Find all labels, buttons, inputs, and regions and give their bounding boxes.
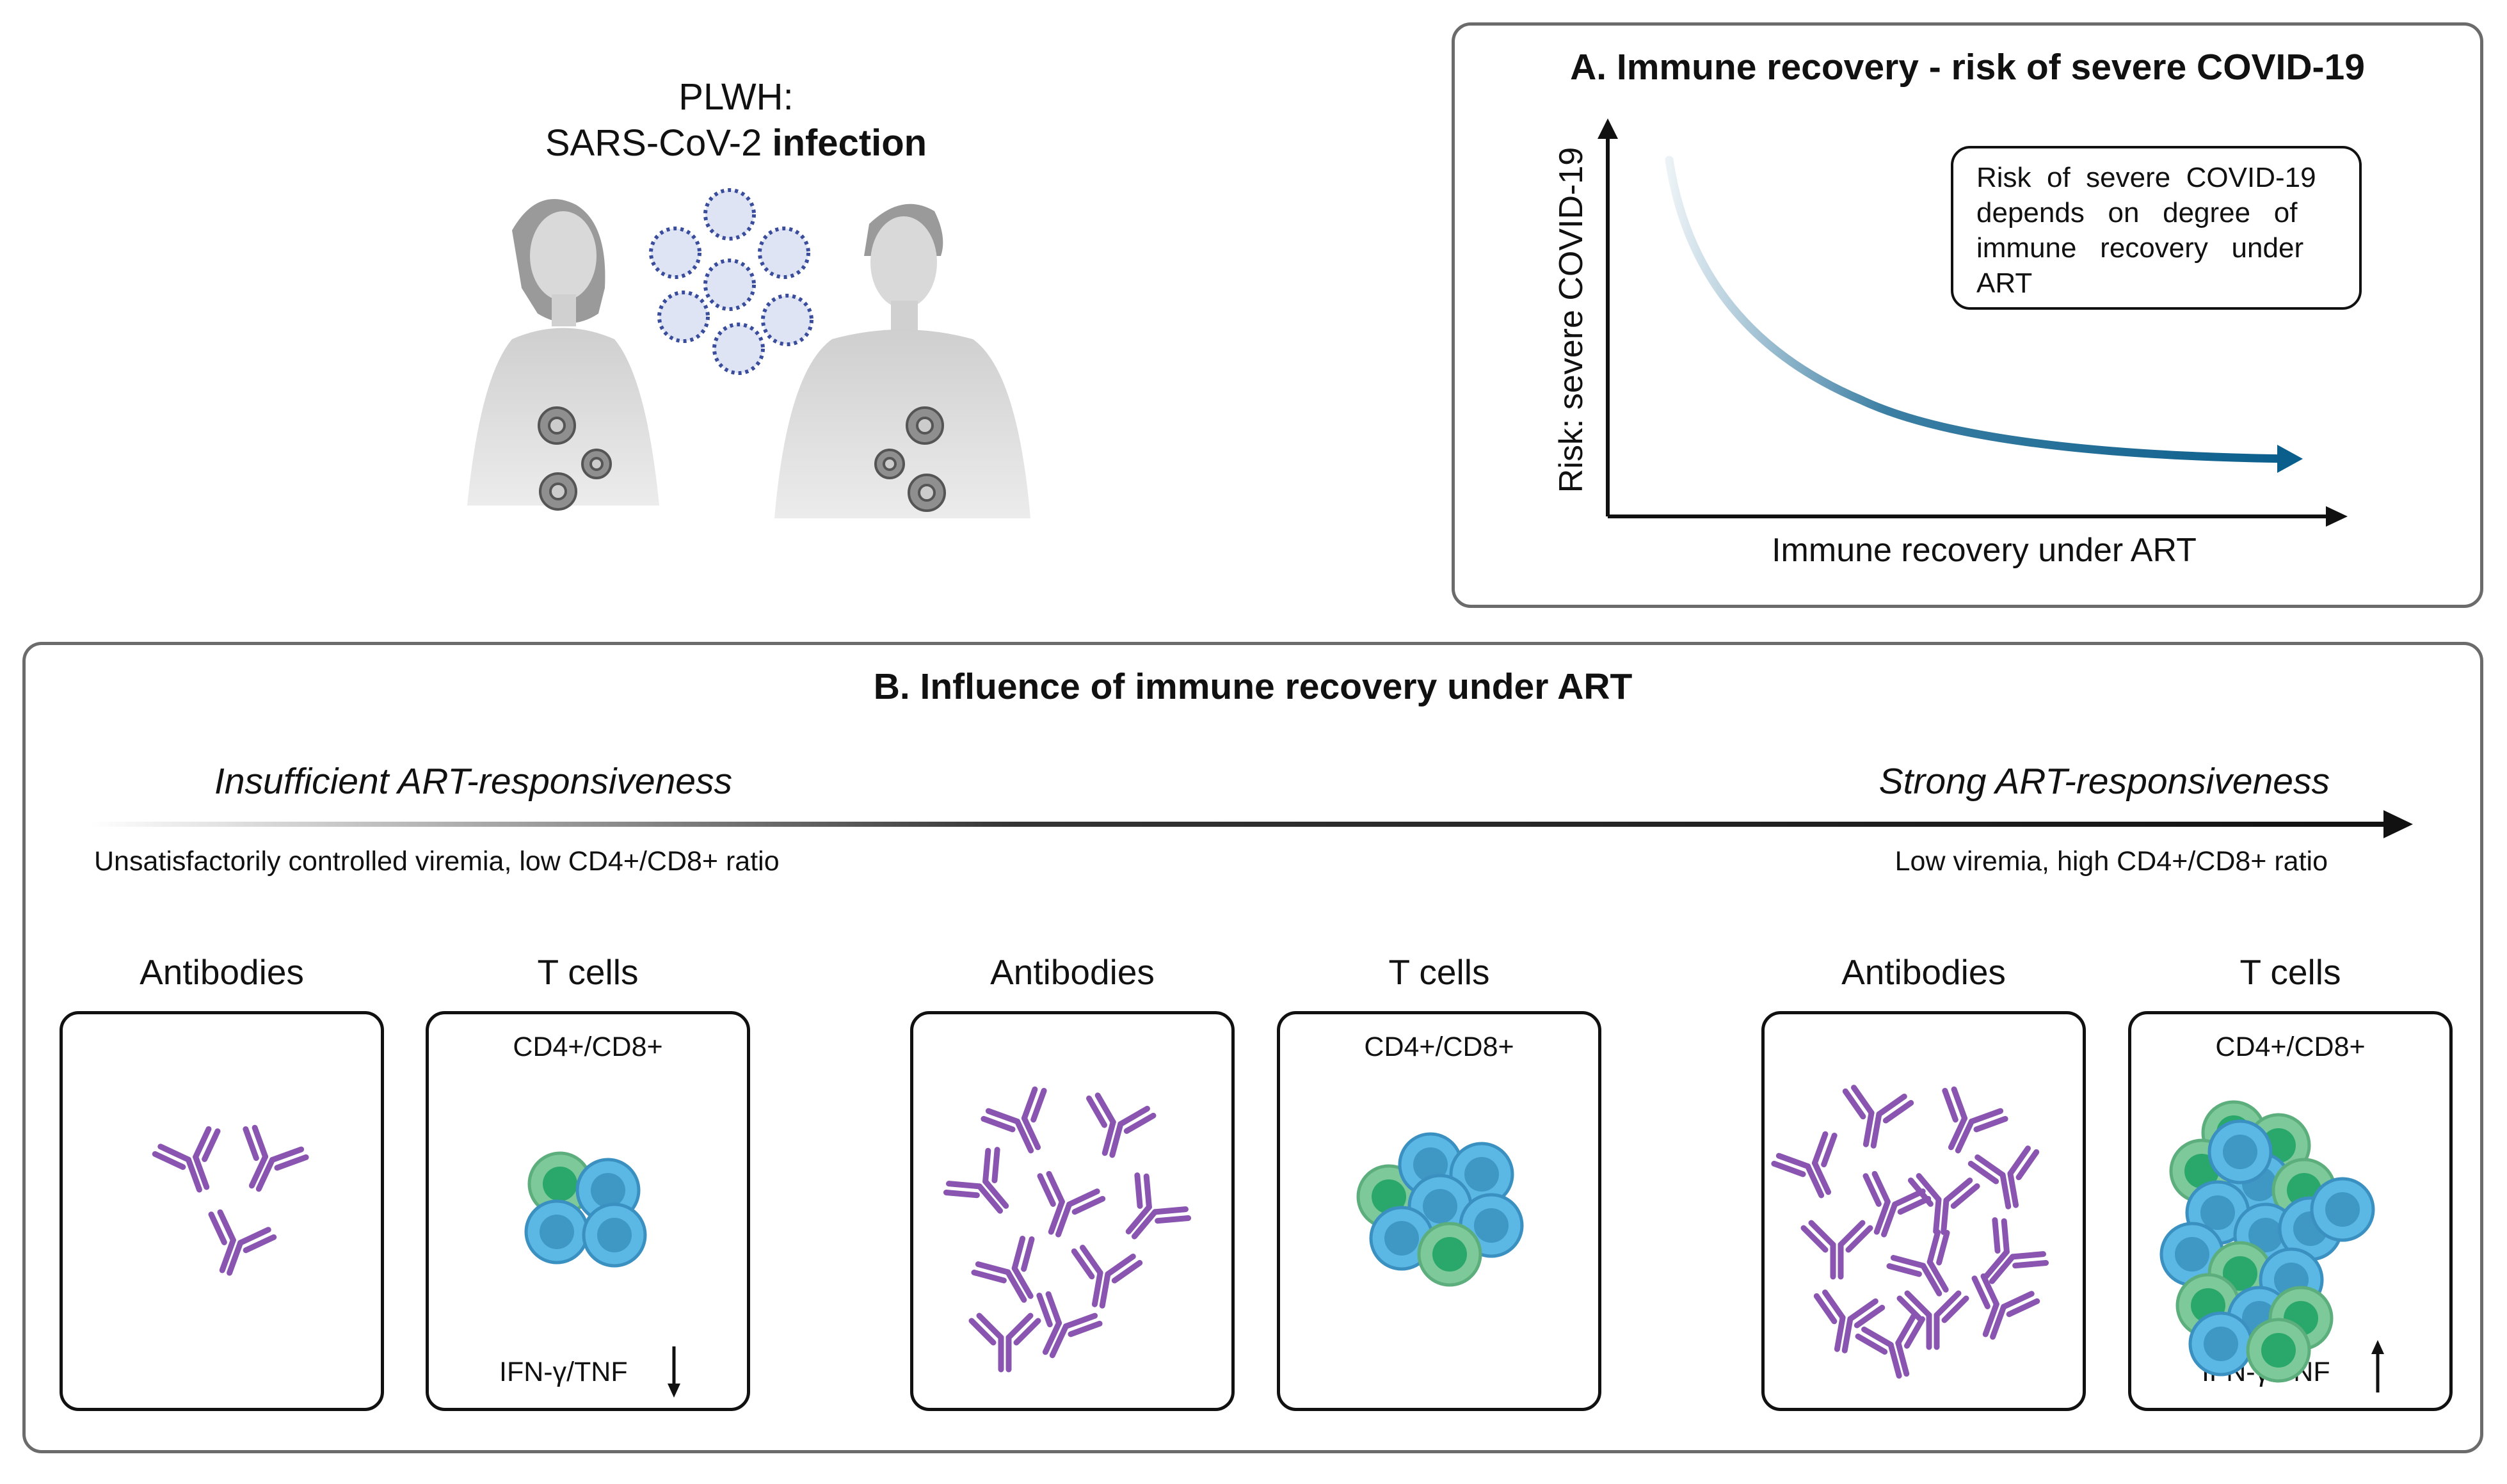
group1-antibodies-label: Antibodies (140, 952, 304, 992)
panel-b-title: B. Influence of immune recovery under AR… (873, 666, 1633, 707)
intro-title-regular: SARS-CoV-2 (545, 122, 773, 164)
panel-a (1452, 22, 2483, 608)
group2-antibodies-label: Antibodies (990, 952, 1155, 992)
man-figure (774, 203, 1030, 518)
panel-a-title: A. Immune recovery - risk of severe COVI… (1570, 47, 2365, 88)
group3-ratio-label: CD4+/CD8+ (2215, 1032, 2366, 1062)
group1-tcells-box (426, 1011, 750, 1411)
group2-ratio-label: CD4+/CD8+ (1364, 1032, 1514, 1062)
strong-heading: Strong ART-responsiveness (1878, 761, 2330, 802)
panel-a-chart (1598, 118, 2348, 527)
group2-antibodies-box (910, 1011, 1235, 1411)
group1-cytokine-label: IFN-γ/TNF (499, 1357, 628, 1387)
x-axis-arrowhead (2326, 506, 2348, 527)
sars-cov-2-particles (649, 188, 813, 375)
panel-a-x-label: Immune recovery under ART (1772, 532, 2197, 569)
group3-antibodies-label: Antibodies (1841, 952, 2006, 992)
intro-title-line2: SARS-CoV-2 infection (448, 122, 1024, 164)
panel-a-y-label: Risk: severe COVID-19 (1553, 147, 1590, 493)
group1-antibodies-box (60, 1011, 384, 1411)
intro-title-bold: infection (772, 122, 927, 164)
y-axis-arrowhead (1598, 118, 1618, 139)
right-subtext: Low viremia, high CD4+/CD8+ ratio (1894, 846, 2328, 877)
group3-cytokine-label: IFN-γ/TNF (2202, 1357, 2330, 1387)
left-subtext: Unsatisfactorily controlled viremia, low… (94, 846, 780, 877)
group3-tcells-box (2128, 1011, 2453, 1411)
group1-tcells-label: T cells (537, 952, 639, 992)
panel-a-note: Risk of severe COVID-19 depends on degre… (1951, 146, 2362, 310)
group2-tcells-label: T cells (1388, 952, 1490, 992)
responsiveness-arrow (90, 810, 2413, 838)
group2-tcells-box (1277, 1011, 1601, 1411)
group1-ratio-label: CD4+/CD8+ (513, 1032, 663, 1062)
risk-curve (1665, 156, 2295, 463)
hiv-particles (538, 406, 946, 512)
group3-tcells-label: T cells (2239, 952, 2341, 992)
people-illustration (467, 188, 1030, 518)
group3-antibodies-box (1761, 1011, 2086, 1411)
note-line-1: Risk of severe COVID-19 (1976, 162, 2316, 193)
cytokine-down-arrow (668, 1346, 680, 1398)
note-line-2: depends on degree of (1976, 197, 2298, 228)
note-line-3: immune recovery under (1976, 232, 2304, 264)
intro-title-line1: PLWH: (678, 76, 794, 118)
risk-curve-arrowhead (2277, 445, 2303, 473)
cytokine-up-arrow (2371, 1340, 2384, 1392)
insufficient-heading: Insufficient ART-responsiveness (214, 761, 732, 802)
note-line-4: ART (1976, 267, 2033, 299)
woman-figure (467, 199, 659, 506)
